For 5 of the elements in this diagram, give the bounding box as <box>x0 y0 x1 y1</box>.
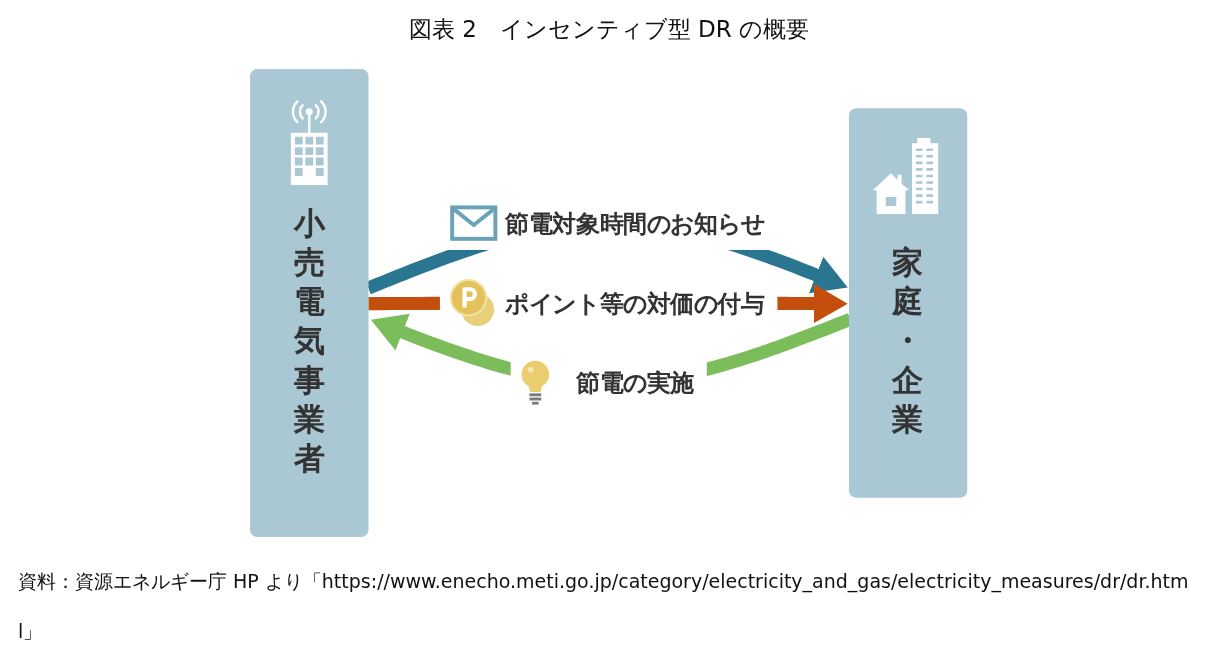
edge-label: ポイント等の対価の付与 <box>505 289 765 317</box>
source-caption: 資料：資源エネルギー庁 HP より「https://www.enecho.meti.go.jp/category/electricity_and_gas/electricity_measures/dr/dr.html」 <box>18 570 1189 642</box>
diagram-title: 図表 2 インセンティブ型 DR の概要 <box>408 16 810 42</box>
edge-label: 節電対象時間のお知らせ <box>505 209 765 237</box>
edge-label: 節電の実施 <box>576 369 695 397</box>
